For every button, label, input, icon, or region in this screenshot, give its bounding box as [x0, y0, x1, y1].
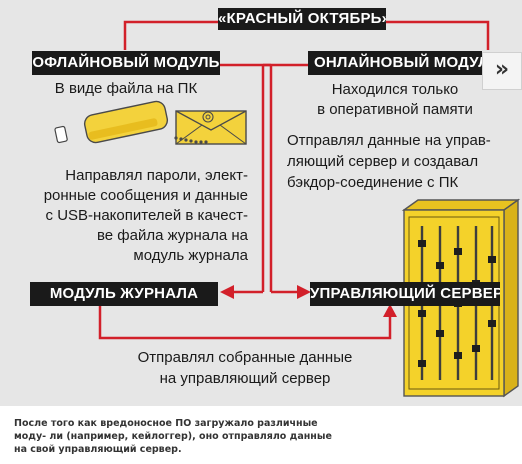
- figure-caption: После того как вредоносное ПО загружало …: [14, 417, 434, 456]
- online-action-line-1: Отправлял данные на управ-: [287, 132, 491, 149]
- arrowhead-up: [383, 304, 397, 317]
- online-module-label: ОНЛАЙНОВЫЙ МОДУЛ: [308, 51, 482, 75]
- offline-module-label: ОФЛАЙНОВЫЙ МОДУЛЬ: [32, 51, 220, 75]
- log-module-label: МОДУЛЬ ЖУРНАЛА: [30, 282, 218, 306]
- log-to-server-loop-line: [98, 305, 392, 340]
- diagram-connectors: [98, 20, 490, 340]
- envelope-icon: [175, 110, 247, 145]
- usb-drive-icon: [54, 100, 169, 144]
- arrowhead-left: [220, 285, 234, 299]
- offline-action-line-4: ве файла журнала на: [96, 227, 248, 244]
- caption-line-2: моду- ли (например, кейлоггер), оно отпр…: [14, 431, 332, 442]
- offline-action-line-2: ронные сообщения и данные: [43, 187, 248, 204]
- arrowhead-right: [297, 285, 311, 299]
- offline-module-description: В виде файла на ПК: [54, 80, 198, 97]
- bottom-flow-line-1: Отправлял собранные данные: [137, 349, 353, 366]
- server-illustration: [401, 198, 521, 398]
- illustrations: [54, 100, 247, 145]
- caption-line-1: После того как вредоносное ПО загружало …: [14, 418, 318, 429]
- caption-line-3: на свой управляющий сервер.: [14, 444, 182, 455]
- online-module-description-line-2: в оперативной памяти: [317, 101, 473, 118]
- online-action-line-3: бэкдор-соединение с ПК: [287, 174, 459, 191]
- offline-action-line-5: модуль журнала: [133, 247, 248, 264]
- online-action-line-2: ляющий сервер и создавал: [287, 153, 479, 170]
- control-server-label: УПРАВЛЯЮЩИЙ СЕРВЕР: [310, 282, 500, 306]
- double-chevron-right-icon: »: [494, 57, 510, 82]
- offline-action-line-1: Направлял пароли, элект-: [65, 167, 248, 184]
- bottom-flow-line-2: на управляющий сервер: [159, 370, 331, 387]
- diagram-title: «КРАСНЫЙ ОКТЯБРЬ»: [218, 8, 386, 30]
- offline-action-line-3: с USB-накопителей в качест-: [45, 207, 248, 224]
- dotted-transfer-icon: [174, 136, 208, 144]
- next-slide-button[interactable]: »: [482, 52, 522, 90]
- online-module-description-line-1: Находился только: [331, 81, 459, 98]
